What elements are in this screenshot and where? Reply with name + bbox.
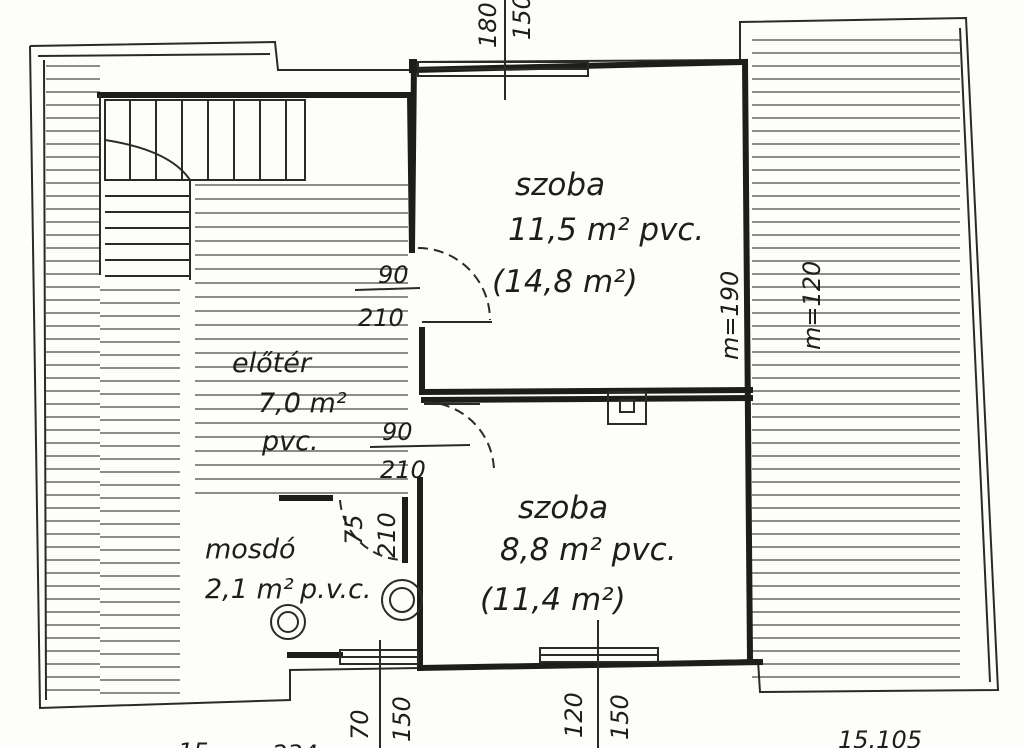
wash-floor: p.v.c.	[299, 574, 372, 605]
room1-name: szoba	[515, 167, 605, 203]
door3-width: 75	[340, 514, 368, 545]
door2-width: 90	[382, 418, 413, 446]
door3-height: 210	[373, 512, 401, 558]
outer-walls	[29, 16, 1000, 710]
toilet-icon	[270, 604, 306, 640]
right-slope-hatching	[752, 39, 960, 678]
room2-gross-area: (11,4 m²)	[480, 582, 626, 618]
door1-height: 210	[358, 304, 404, 332]
wash-area: 2,1 m²	[205, 574, 294, 605]
room1-area: 11,5 m² pvc.	[508, 212, 704, 248]
room2-area: 8,8 m² pvc.	[500, 532, 677, 568]
hall-floor: pvc.	[261, 426, 319, 457]
staircase	[104, 99, 306, 280]
hall-name: előtér	[232, 348, 313, 379]
bottom-dim-right: 15.105	[838, 726, 922, 748]
door2-height: 210	[380, 456, 426, 484]
interior-walls	[97, 58, 764, 672]
window-top-height: 150	[508, 0, 536, 40]
washbasin-icon	[381, 579, 423, 621]
height-label-1: m=190	[716, 271, 744, 360]
bottom-dim-mid: 234	[272, 740, 318, 748]
hall-area: 7,0 m²	[258, 388, 347, 419]
door1-width: 90	[378, 261, 409, 289]
window-top-width: 180	[474, 2, 502, 48]
left-slope-hatching	[46, 65, 180, 694]
chimney-icon	[607, 391, 647, 425]
door-swings	[339, 247, 495, 562]
window-br-height: 150	[606, 694, 634, 740]
height-label-2: m=120	[798, 261, 826, 350]
window-top	[417, 61, 589, 77]
window-bl-width: 70	[346, 709, 374, 740]
window-br-width: 120	[560, 692, 588, 738]
window-bl-height: 150	[388, 696, 416, 742]
room1-gross-area: (14,8 m²)	[492, 264, 638, 300]
bottom-dim-left: 15	[178, 738, 209, 748]
wash-name: mosdó	[205, 534, 296, 565]
room2-name: szoba	[518, 490, 608, 526]
hall-hatching	[195, 184, 408, 494]
